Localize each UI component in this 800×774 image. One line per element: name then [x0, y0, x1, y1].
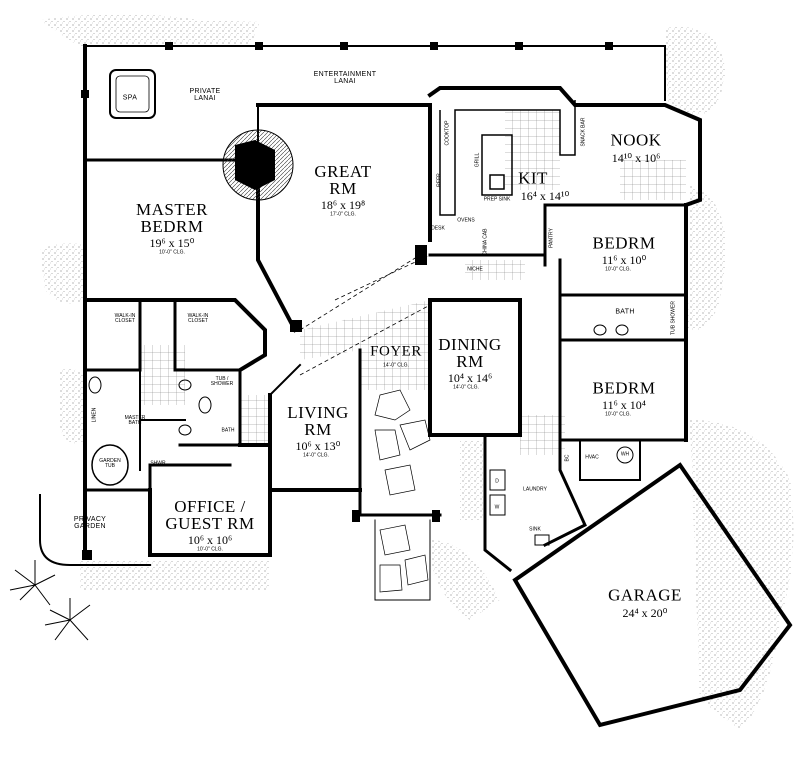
bath-small-label: BATH	[221, 427, 235, 434]
garden-tub	[91, 444, 129, 486]
kit-dim: 16⁴ x 14¹⁰	[520, 189, 570, 203]
great-rm-dim: 18⁶ x 19⁸	[320, 198, 366, 212]
master-bedrm-clg: 10'-0" CLG.	[159, 249, 185, 256]
garage-dim: 24⁴ x 20⁰	[622, 606, 668, 620]
linen-label: LINEN	[91, 407, 98, 423]
pantry-label: PANTRY	[548, 228, 555, 248]
foyer-label: FOYER	[370, 343, 422, 360]
spa	[109, 69, 156, 119]
prep-sink-label: PREP SINK	[483, 196, 511, 203]
office-clg: 10'-0" CLG.	[197, 546, 223, 553]
hvac-label: HVAC	[585, 454, 599, 461]
desk-label: DESK	[431, 225, 445, 232]
bedrm1-dim: 11⁶ x 10⁰	[601, 253, 647, 267]
bedrm1-clg: 10'-0" CLG.	[605, 266, 631, 273]
ovens-label: OVENS	[457, 217, 475, 224]
bedrm1-label: BEDRM	[592, 233, 656, 253]
wh-label: WH	[620, 451, 630, 458]
living-rm-dim: 10⁶ x 13⁰	[295, 439, 341, 453]
china-cab-label: CHINA CAB	[482, 228, 489, 256]
tub-shower-right-label: TUB SHOWER	[670, 301, 677, 335]
living-rm-clg: 14'-0" CLG.	[303, 452, 329, 459]
fireplace	[222, 129, 294, 201]
tub-shower-left-label: TUB /SHOWER	[210, 376, 234, 387]
master-bedrm-dim: 19⁶ x 15⁰	[149, 236, 195, 250]
dining-rm-dim: 10⁴ x 14⁶	[447, 371, 493, 385]
garage-label: GARAGE	[608, 585, 682, 605]
tile-floors	[140, 110, 686, 455]
kit-label: KIT	[518, 168, 548, 188]
grill-label: GRILL	[474, 152, 481, 168]
office-dim: 10⁶ x 10⁶	[187, 533, 233, 547]
great-rm-clg: 17'-0" CLG.	[330, 211, 356, 218]
dryer-label: D	[495, 478, 499, 485]
bc-label: BC	[564, 454, 571, 462]
spa-label: SPA	[122, 94, 138, 102]
cooktop-label: COOKTOP	[444, 120, 451, 146]
niche-label: NICHE	[467, 266, 483, 273]
columns	[81, 42, 613, 560]
fixtures	[88, 324, 634, 546]
shwr-label: SHWR	[150, 460, 166, 467]
bedrm2-clg: 10'-0" CLG.	[605, 411, 631, 418]
bedrm2-label: BEDRM	[592, 378, 656, 398]
laundry-label: LAUNDRY	[523, 486, 547, 493]
refr-label: REFR	[436, 173, 443, 187]
stone-walk	[374, 389, 431, 593]
walls	[39, 44, 793, 728]
nook-dim: 14¹⁰ x 10⁶	[611, 151, 661, 165]
kitchen-counters	[439, 100, 576, 216]
washer-label: W	[494, 504, 500, 511]
foyer-clg: 14'-0" CLG.	[383, 362, 409, 369]
office-label: OFFICE /GUEST RM	[165, 497, 255, 533]
nook-label: NOOK	[610, 130, 662, 150]
palm-trees	[9, 560, 91, 641]
bath-label: BATH	[615, 308, 635, 316]
bedrm2-dim: 11⁶ x 10⁴	[602, 398, 646, 412]
dining-rm-clg: 14'-0" CLG.	[453, 384, 479, 391]
snack-bar-label: SNACK BAR	[580, 117, 587, 147]
sink-label: SINK	[529, 526, 541, 533]
ceiling-lines	[299, 254, 431, 376]
